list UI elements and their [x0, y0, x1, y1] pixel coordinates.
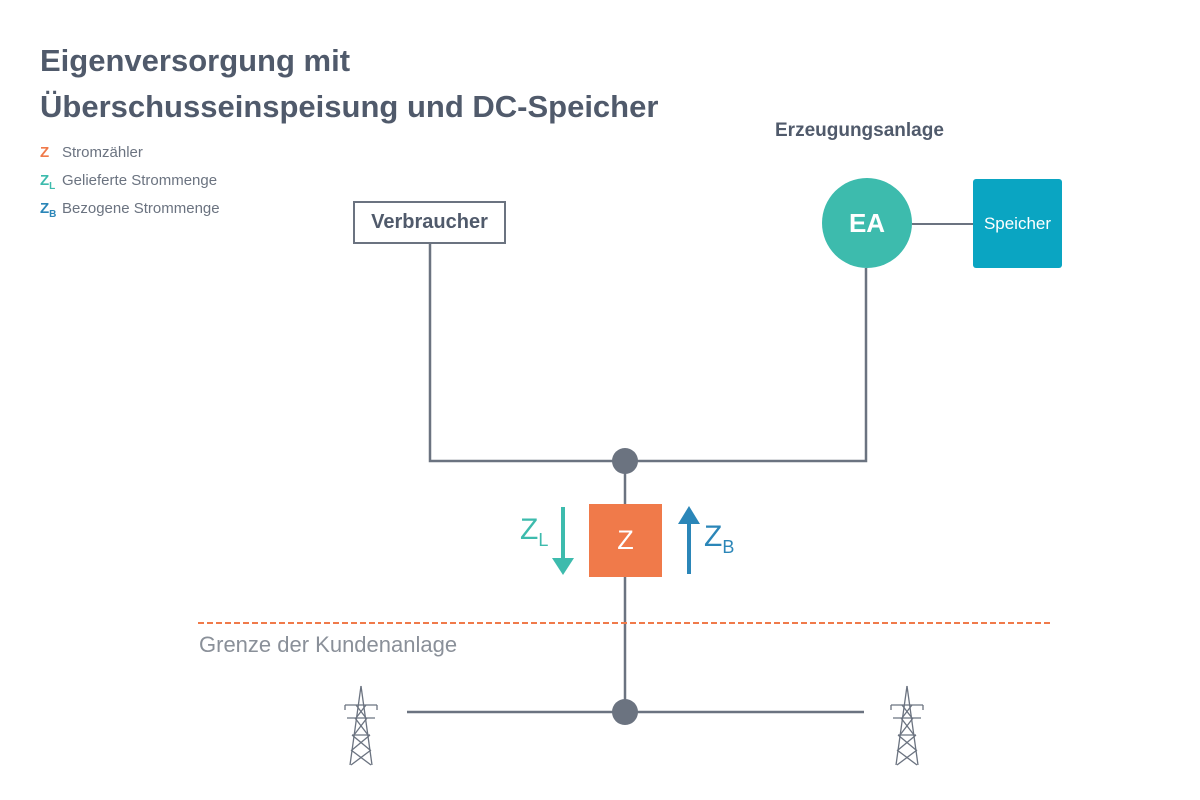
upper-node: [612, 448, 638, 474]
consumer-box: Verbraucher: [353, 201, 506, 244]
power-pylon-right-icon: [890, 685, 924, 766]
storage-label: Speicher: [983, 213, 1052, 233]
zl-flow-label: ZL: [520, 513, 549, 550]
legend-symbol-zb: ZB: [40, 200, 57, 220]
zl-arrow-icon: [552, 507, 574, 575]
diagram-title: Eigenversorgung mit Überschusseinspeisun…: [40, 38, 658, 130]
title-line-1: Eigenversorgung mit: [40, 43, 351, 78]
consumer-label: Verbraucher: [371, 211, 488, 233]
legend-label-delivered: Gelieferte Strommenge: [62, 172, 218, 189]
power-pylon-left-icon: [344, 685, 378, 766]
generation-plant-node: EA: [822, 178, 912, 268]
electricity-meter-box: Z: [589, 504, 662, 577]
legend-symbol-zl: ZL: [40, 172, 56, 192]
legend-item-meter: Z Stromzähler: [40, 144, 220, 172]
ea-label: EA: [848, 207, 886, 238]
meter-label: Z: [617, 525, 634, 555]
customer-boundary-label: Grenze der Kundenanlage: [199, 632, 458, 657]
lower-node: [612, 699, 638, 725]
legend: Z Stromzähler ZL Gelieferte Strommenge Z…: [40, 144, 220, 228]
legend-item-delivered: ZL Gelieferte Strommenge: [40, 172, 220, 200]
legend-label-drawn: Bezogene Strommenge: [62, 200, 220, 217]
zb-flow-label: ZB: [704, 520, 735, 557]
consumer-line: [428, 244, 868, 463]
legend-label-meter: Stromzähler: [62, 144, 143, 161]
legend-symbol-z: Z: [40, 144, 50, 161]
storage-box: Speicher: [973, 179, 1062, 268]
title-line-2: Überschusseinspeisung und DC-Speicher: [40, 89, 659, 124]
legend-item-drawn: ZB Bezogene Strommenge: [40, 200, 220, 228]
zb-arrow-icon: [678, 506, 700, 574]
generation-plant-heading: Erzeugungsanlage: [775, 120, 944, 141]
